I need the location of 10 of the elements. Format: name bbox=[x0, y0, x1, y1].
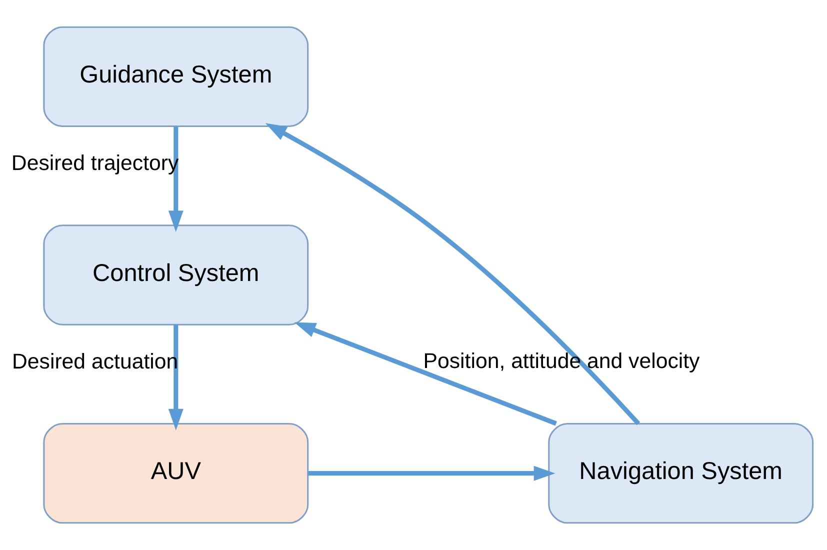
arrow bbox=[294, 322, 557, 426]
edge-label: Position, attitude and velocity bbox=[423, 349, 700, 374]
arrow bbox=[308, 466, 556, 481]
arrow bbox=[168, 324, 184, 430]
node-box: Control System bbox=[43, 224, 309, 326]
arrow bbox=[168, 126, 184, 232]
arrow bbox=[265, 123, 640, 426]
node-box: AUV bbox=[43, 422, 309, 524]
node-box: Guidance System bbox=[43, 26, 309, 128]
node-box: Navigation System bbox=[548, 422, 814, 524]
